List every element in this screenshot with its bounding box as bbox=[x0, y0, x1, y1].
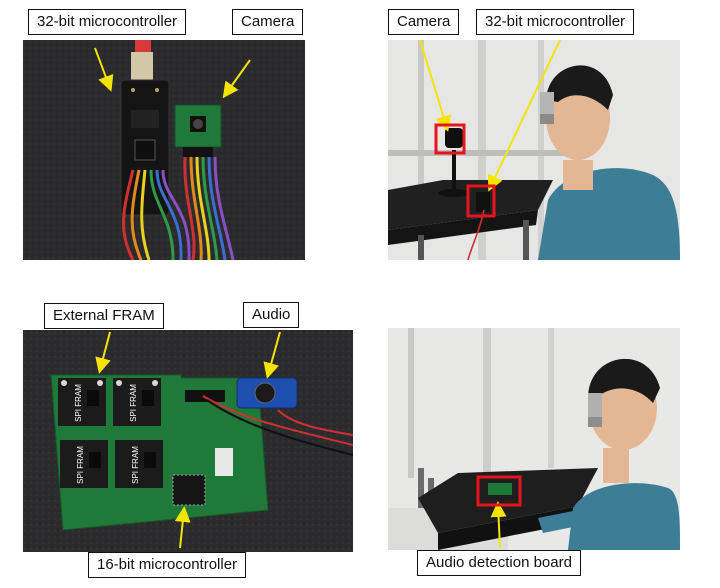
label-mcu-32bit-right: 32-bit microcontroller bbox=[476, 9, 635, 35]
label-camera: Camera bbox=[232, 9, 304, 35]
label-camera-right: Camera bbox=[388, 9, 460, 35]
label-mcu-16bit: 16-bit microcontroller bbox=[88, 552, 247, 578]
label-audio-detection-board: Audio detection board bbox=[417, 550, 581, 576]
fram-modules: SPI FRAM SPI FRAM SPI FRAM SPI FRAM bbox=[58, 378, 163, 488]
photo-pcb-board: SPI FRAM SPI FRAM SPI FRAM SPI FRAM bbox=[23, 330, 353, 552]
fram-chip-label: SPI FRAM bbox=[74, 384, 83, 422]
photo-camera-setup bbox=[388, 40, 680, 260]
label-audio: Audio bbox=[243, 302, 300, 328]
mcu-chip-16bit bbox=[172, 474, 206, 506]
label-external-fram: External FRAM bbox=[44, 303, 164, 329]
photo-mcu-camera bbox=[23, 40, 305, 260]
fram-chip-label: SPI FRAM bbox=[76, 446, 85, 484]
photo-audio-setup bbox=[388, 328, 680, 550]
fram-chip-label: SPI FRAM bbox=[129, 384, 138, 422]
label-mcu-32bit: 32-bit microcontroller bbox=[28, 9, 187, 35]
fram-chip-label: SPI FRAM bbox=[131, 446, 140, 484]
